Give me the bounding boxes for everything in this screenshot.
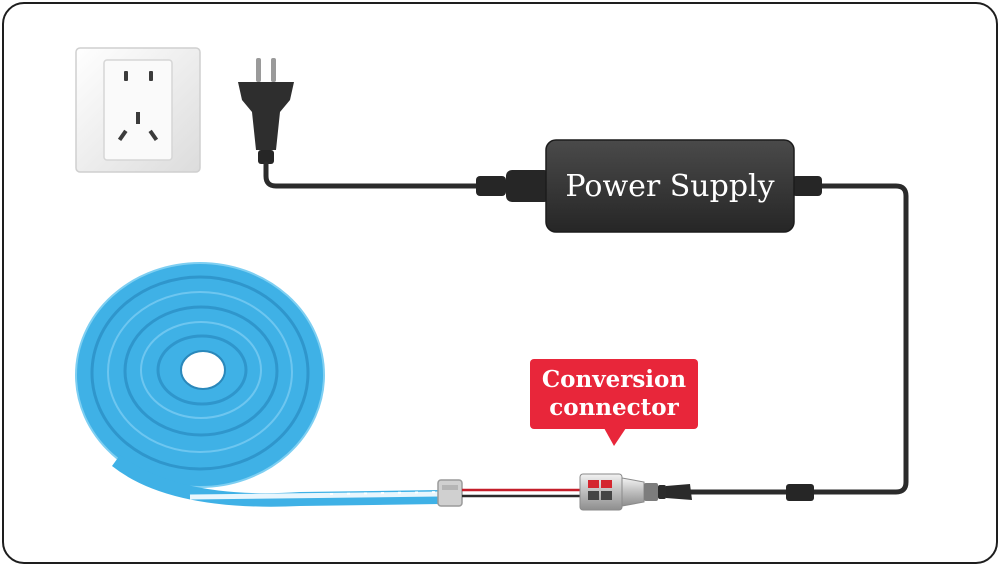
conversion-connector-label-line1: Conversion — [542, 366, 687, 393]
cable-strain-relief — [476, 170, 822, 501]
power-plug-icon — [238, 58, 294, 164]
strip-clip-icon — [437, 479, 463, 507]
dc-connector-icon — [579, 473, 692, 511]
power-supply-unit: Power Supply — [545, 139, 795, 233]
wall-socket-icon — [75, 47, 201, 173]
power-cable — [263, 161, 909, 495]
neon-strip-coil-icon — [75, 262, 441, 507]
power-supply-label: Power Supply — [565, 169, 774, 204]
conversion-connector-label-line2: connector — [549, 394, 679, 421]
conversion-connector-callout: Conversion connector — [530, 359, 698, 446]
connector-wires — [462, 488, 580, 498]
